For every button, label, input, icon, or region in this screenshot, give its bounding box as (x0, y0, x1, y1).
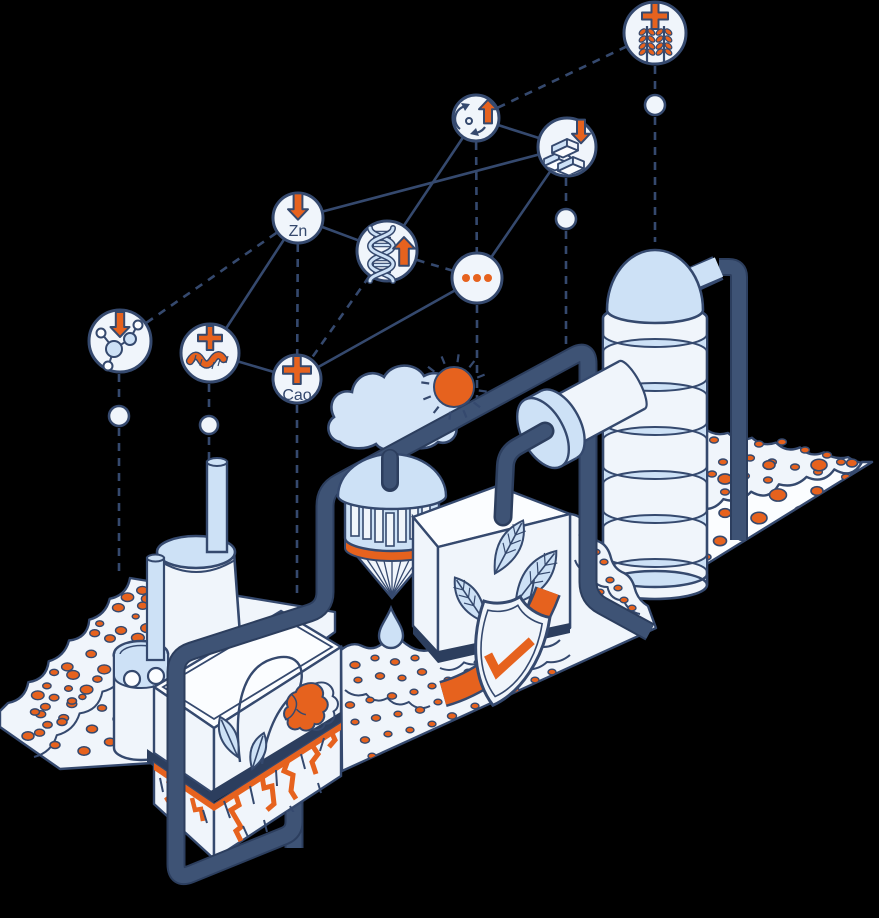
svg-text:Zn: Zn (289, 223, 308, 240)
svg-text:Cao: Cao (282, 387, 311, 404)
